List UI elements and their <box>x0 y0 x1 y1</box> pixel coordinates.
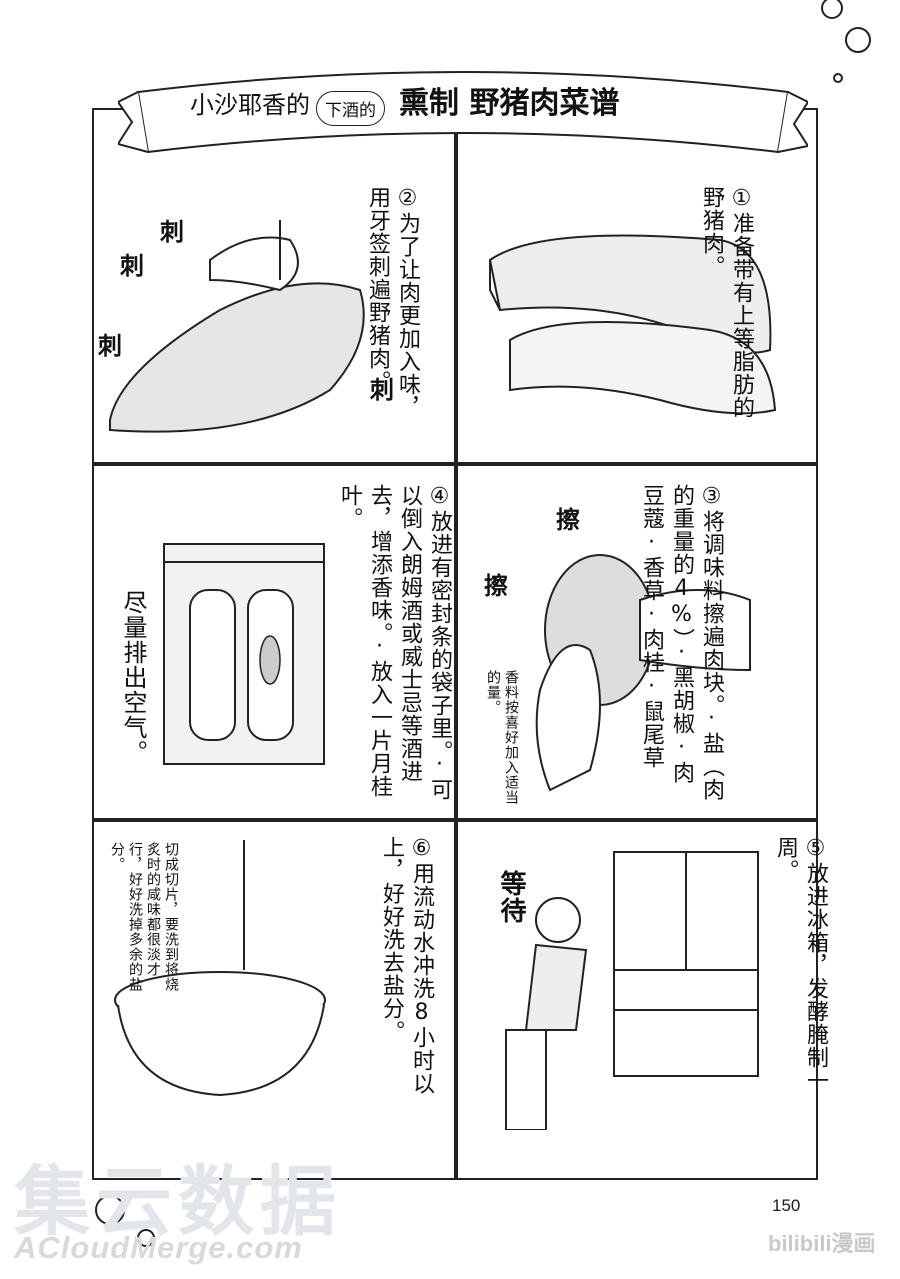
bowl-water-illustration <box>114 840 326 1097</box>
bubble-decoration-bottom <box>95 1195 155 1247</box>
title-part-2: 下酒的 <box>316 91 385 126</box>
sfx-rub-1: 擦 <box>556 506 580 534</box>
meat-slabs-illustration <box>488 234 777 415</box>
sfx-rub-2: 擦 <box>484 572 508 600</box>
step-5-text: ⑤放进冰箱，发酵腌制一周。 <box>773 836 828 1092</box>
sealed-bag-illustration <box>163 543 325 765</box>
sfx-stab-2: 刺 <box>120 252 144 280</box>
sfx-wait: 等待 <box>496 870 526 924</box>
step-6-text: ⑥用流动水冲洗8小时以上，好好洗去盐分。 <box>379 836 434 1095</box>
title-part-1: 小沙耶香的 <box>190 91 310 119</box>
air-note: 尽量排出空气。 <box>119 590 147 765</box>
step-1-text: ①准备带有上等脂肪的野猪肉。 <box>699 186 754 419</box>
sfx-stab-3: 刺 <box>98 332 122 360</box>
refrigerator-illustration <box>613 851 759 1077</box>
rubbing-hands-illustration <box>535 554 751 792</box>
waiting-girl-illustration <box>505 897 588 1130</box>
watermark-en: ACloudMerge.com <box>14 1230 303 1265</box>
watermark-cn: 集云数据 <box>14 1157 342 1246</box>
sfx-stab-1: 刺 <box>160 218 184 246</box>
slice-note: 切成切片，要洗到将烧炙时的咸味都很淡才行，好好洗掉多余的盐分。 <box>109 842 179 992</box>
title-part-3: 熏制 野猪肉菜谱 <box>399 86 620 121</box>
step-3-text: ③将调味料擦遍肉块。·盐（肉的重量的4%）·黑胡椒·肉豆蔻·香草·肉桂·鼠尾草 <box>639 484 724 801</box>
stabbed-meat-illustration <box>109 220 365 433</box>
bilibili-logo: bilibili漫画 <box>768 1231 876 1256</box>
spice-note: 香料按喜好加入适当的量。 <box>485 670 519 805</box>
bubble-decoration-top <box>821 0 871 83</box>
sfx-stab-4: 刺 <box>370 376 394 404</box>
page-number: 150 <box>772 1196 801 1215</box>
page-title: 小沙耶香的下酒的熏制 野猪肉菜谱 <box>190 78 619 126</box>
step-2-text: ②为了让肉更加入味，用牙签刺遍野猪肉。 <box>365 186 420 419</box>
title-ribbon <box>118 71 808 154</box>
step-4-text: ④放进有密封条的袋子里。·可以倒入朗姆酒或威士忌等酒进去，增添香味。·放入一片月… <box>337 484 452 801</box>
